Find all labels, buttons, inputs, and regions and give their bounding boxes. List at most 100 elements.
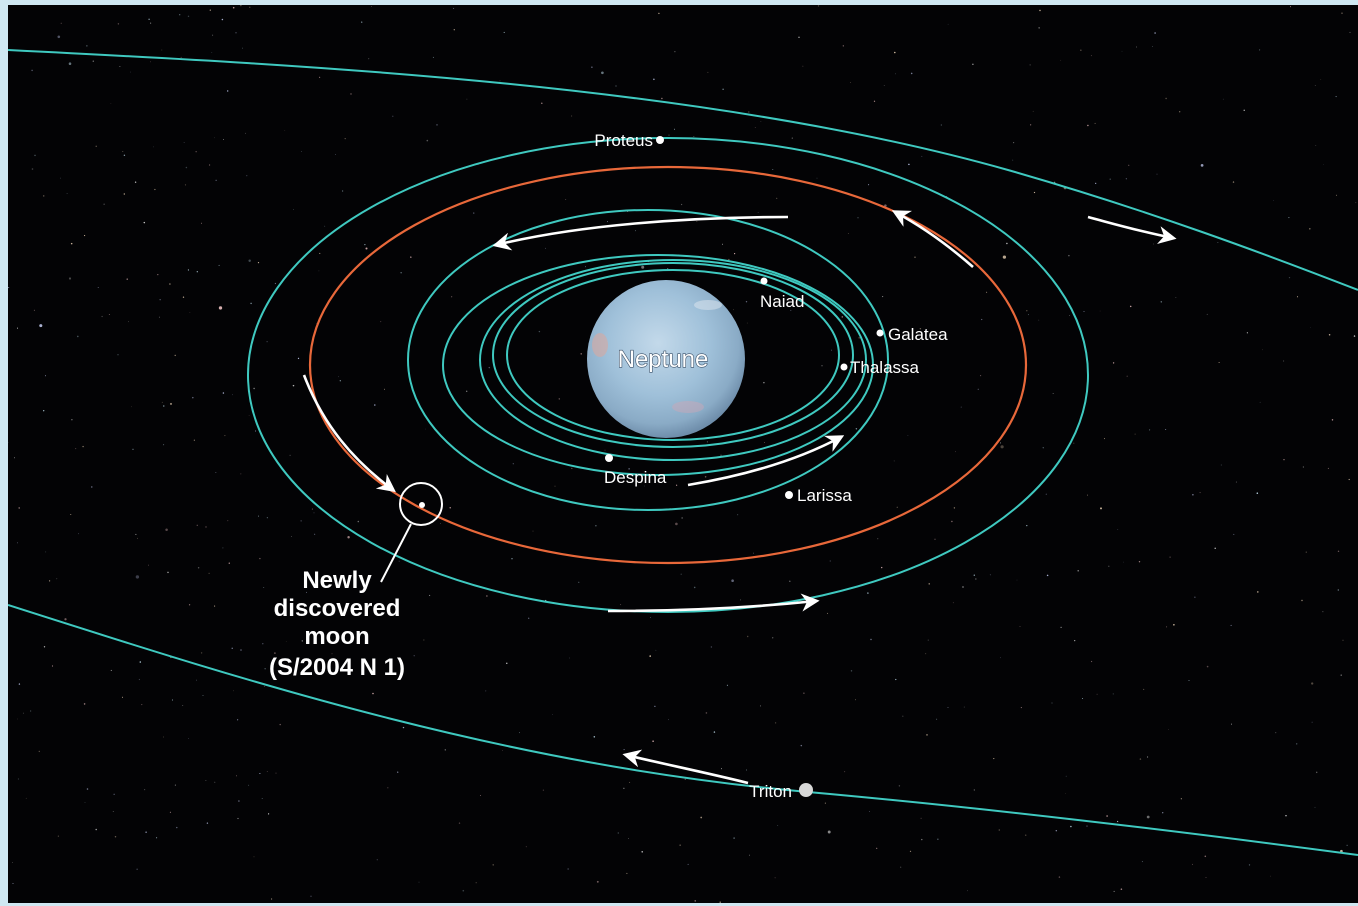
moon-thalassa: Thalassa xyxy=(840,358,920,377)
star xyxy=(632,145,634,147)
star xyxy=(392,115,394,117)
star xyxy=(921,155,923,157)
star xyxy=(274,652,276,654)
star xyxy=(951,520,953,523)
star xyxy=(1083,310,1085,312)
star xyxy=(1000,442,1001,444)
star xyxy=(257,515,259,517)
star xyxy=(1149,429,1151,431)
star xyxy=(77,335,79,338)
star xyxy=(1246,332,1248,334)
star xyxy=(150,61,151,63)
star xyxy=(285,640,287,642)
star xyxy=(232,6,235,9)
new-moon-highlight-circle xyxy=(399,482,443,526)
neptune-moons-diagram: Neptune Proteus Naiad Galatea Thalassa D… xyxy=(8,5,1358,903)
star xyxy=(462,889,465,892)
star xyxy=(1000,657,1001,659)
star xyxy=(704,476,707,478)
star xyxy=(567,868,569,870)
star xyxy=(1055,830,1058,832)
star xyxy=(877,538,879,540)
star xyxy=(841,316,844,318)
star xyxy=(981,318,983,321)
star xyxy=(134,181,137,183)
star xyxy=(365,247,368,250)
star xyxy=(593,736,596,738)
star xyxy=(644,485,645,487)
star xyxy=(545,247,546,249)
star xyxy=(1243,109,1245,111)
star xyxy=(1024,834,1027,836)
star xyxy=(883,85,885,86)
star xyxy=(731,579,734,582)
star xyxy=(86,788,89,790)
star xyxy=(895,678,897,681)
star xyxy=(675,522,678,526)
star xyxy=(921,838,923,841)
star xyxy=(1346,844,1348,846)
star xyxy=(719,901,721,903)
star xyxy=(291,536,292,537)
star xyxy=(571,467,573,469)
star xyxy=(1120,888,1123,890)
star xyxy=(475,882,477,884)
star xyxy=(313,512,315,514)
star xyxy=(14,457,16,459)
star xyxy=(963,706,965,708)
star xyxy=(141,704,143,706)
star xyxy=(1214,547,1216,550)
star xyxy=(1169,556,1171,558)
star xyxy=(306,591,307,593)
star xyxy=(315,322,317,324)
star xyxy=(973,789,975,791)
star xyxy=(620,604,622,606)
star xyxy=(1112,362,1115,364)
star xyxy=(480,795,481,796)
star xyxy=(1204,855,1207,858)
moon-label-triton: Triton xyxy=(749,782,792,801)
star xyxy=(117,354,119,356)
star xyxy=(1156,173,1158,175)
star xyxy=(667,268,669,270)
star xyxy=(1087,124,1089,127)
moon-label-proteus: Proteus xyxy=(594,131,653,150)
star xyxy=(128,321,129,323)
star xyxy=(209,9,211,11)
star xyxy=(183,141,185,143)
star xyxy=(532,530,534,532)
star xyxy=(1136,46,1137,48)
star xyxy=(993,758,995,760)
planet-label: Neptune xyxy=(618,346,709,373)
star xyxy=(1038,319,1040,321)
star xyxy=(757,212,759,213)
star xyxy=(1256,492,1259,494)
star xyxy=(858,337,860,339)
direction-arrow-bottom xyxy=(607,593,820,613)
star xyxy=(1309,327,1311,328)
star xyxy=(937,838,939,840)
star xyxy=(1117,528,1119,530)
star xyxy=(301,640,303,642)
star xyxy=(1147,756,1149,758)
star xyxy=(936,718,938,720)
star xyxy=(652,740,654,742)
star xyxy=(264,668,266,670)
star xyxy=(214,781,216,783)
star xyxy=(919,327,922,330)
star xyxy=(1341,12,1343,14)
star xyxy=(629,781,631,783)
star xyxy=(347,536,350,539)
star xyxy=(1090,55,1092,57)
star xyxy=(1320,79,1322,80)
moon-despina: Despina xyxy=(604,454,667,487)
star xyxy=(1179,111,1181,113)
star xyxy=(1257,591,1259,593)
star xyxy=(1027,314,1029,316)
star xyxy=(253,856,255,858)
moon-label-naiad: Naiad xyxy=(760,292,804,311)
star xyxy=(57,835,59,837)
star xyxy=(1123,561,1124,563)
star xyxy=(1285,815,1287,817)
star xyxy=(658,12,660,15)
